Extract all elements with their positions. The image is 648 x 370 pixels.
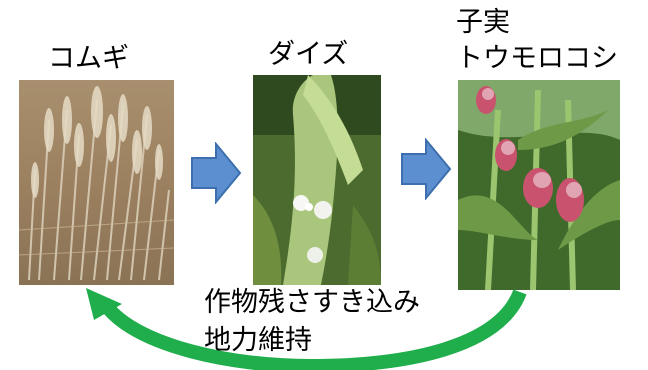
soybean-label: ダイズ xyxy=(268,39,349,70)
curved-return-arrow-icon xyxy=(80,286,540,370)
corn-photo xyxy=(458,80,620,290)
right-arrow-icon xyxy=(400,138,452,200)
right-arrow-icon xyxy=(190,142,242,204)
wheat-photo xyxy=(19,80,174,285)
soybean-photo xyxy=(253,75,381,285)
corn-label: トウモロコシ xyxy=(456,43,618,74)
fertility-note: 地力維持 xyxy=(204,325,312,356)
grain-label: 子実 xyxy=(456,7,510,38)
residue-note: 作物残さすき込み xyxy=(204,287,420,318)
wheat-label: コムギ xyxy=(48,43,129,74)
